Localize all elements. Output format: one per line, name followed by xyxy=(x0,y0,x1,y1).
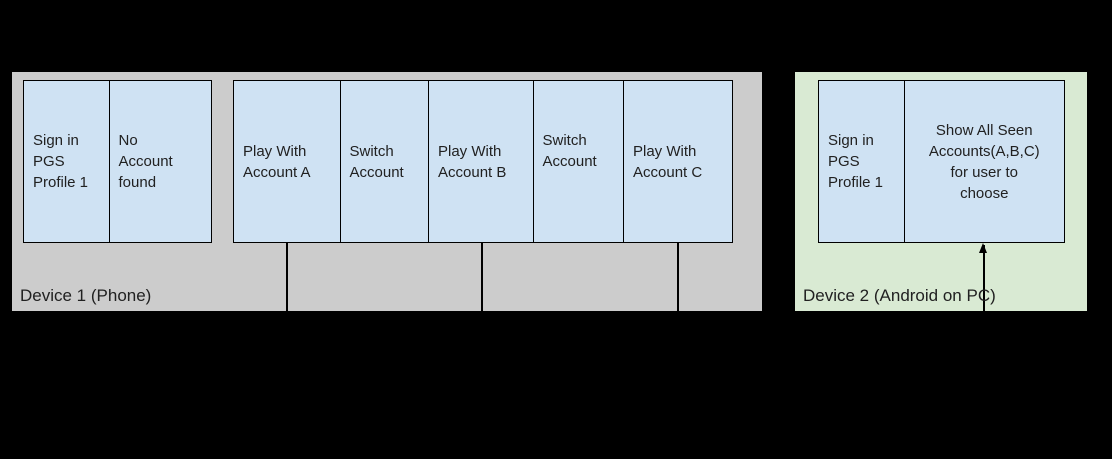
play-account-a-box: Play With Account A xyxy=(233,80,341,243)
device1-container: Sign in PGS Profile 1 No Account found P… xyxy=(12,72,762,311)
play-account-b-box: Play With Account B xyxy=(428,80,534,243)
play-account-b-label: Play With Account B xyxy=(438,142,507,181)
no-account-found-label: No Account found xyxy=(118,132,173,191)
device2-label: Device 2 (Android on PC) xyxy=(803,286,996,305)
play-account-c-label: Play With Account C xyxy=(633,142,703,181)
device2-flow-group: Sign in PGS Profile 1 Show All Seen Acco… xyxy=(818,80,1065,243)
signin-flow-group: Sign in PGS Profile 1 No Account found xyxy=(23,80,212,243)
connector-line-account-b xyxy=(481,243,483,311)
play-account-c-box: Play With Account C xyxy=(623,80,733,243)
switch-account-1-label: Switch Account xyxy=(349,142,404,181)
show-seen-accounts-box: Show All Seen Accounts(A,B,C) for user t… xyxy=(903,80,1065,243)
show-seen-accounts-label: Show All Seen Accounts(A,B,C) for user t… xyxy=(928,121,1040,202)
signin-pgs-profile1-box-device2: Sign in PGS Profile 1 xyxy=(818,80,905,243)
connector-line-account-c xyxy=(677,243,679,311)
play-switch-flow-group: Play With Account A Switch Account Play … xyxy=(233,80,733,243)
signin-pgs-profile1-label: Sign in PGS Profile 1 xyxy=(33,132,89,191)
connector-line-account-a xyxy=(286,243,288,311)
device2-container: Sign in PGS Profile 1 Show All Seen Acco… xyxy=(795,72,1087,311)
switch-account-2-label: Switch Account xyxy=(542,131,597,170)
arrow-up-head-icon xyxy=(979,243,988,253)
arrow-up-connector-line xyxy=(983,245,985,311)
signin-pgs-profile1-device2-label: Sign in PGS Profile 1 xyxy=(828,132,884,191)
signin-pgs-profile1-box-device1: Sign in PGS Profile 1 xyxy=(23,80,110,243)
device1-label: Device 1 (Phone) xyxy=(20,286,152,305)
switch-account-box-2: Switch Account xyxy=(532,80,625,243)
no-account-found-box: No Account found xyxy=(108,80,212,243)
play-account-a-label: Play With Account A xyxy=(243,142,311,181)
switch-account-box-1: Switch Account xyxy=(339,80,430,243)
